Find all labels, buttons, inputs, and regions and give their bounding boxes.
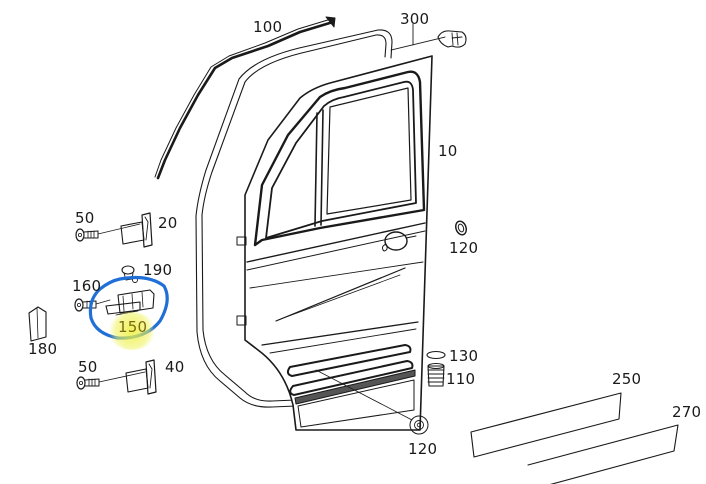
highlight-marker xyxy=(108,312,156,350)
callout-300[interactable]: 300 xyxy=(400,10,430,28)
callout-10[interactable]: 10 xyxy=(438,142,458,160)
bump-stop-part[interactable] xyxy=(427,363,445,387)
hinge-bolt-lower-part[interactable] xyxy=(76,371,146,390)
door-shell-part[interactable] xyxy=(236,55,433,431)
callout-190[interactable]: 190 xyxy=(143,261,173,279)
door-seal-part[interactable] xyxy=(195,23,467,408)
hinge-bolt-upper-part[interactable] xyxy=(75,223,141,242)
plug-side-part[interactable] xyxy=(454,220,468,237)
plug-bottom-part[interactable] xyxy=(409,415,429,435)
callout-130[interactable]: 130 xyxy=(449,347,479,365)
callout-110[interactable]: 110 xyxy=(446,370,476,388)
callout-160[interactable]: 160 xyxy=(72,277,102,295)
upper-hinge-part[interactable] xyxy=(120,212,153,248)
callout-50-lower[interactable]: 50 xyxy=(78,358,98,376)
callout-50-upper[interactable]: 50 xyxy=(75,209,95,227)
callout-270[interactable]: 270 xyxy=(672,403,702,421)
callout-40[interactable]: 40 xyxy=(165,358,185,376)
callout-120-bottom[interactable]: 120 xyxy=(408,440,438,458)
trim-strip-upper-part[interactable] xyxy=(470,392,622,458)
callout-150[interactable]: 150 xyxy=(118,318,148,336)
callout-20[interactable]: 20 xyxy=(158,214,178,232)
callout-180[interactable]: 180 xyxy=(28,340,58,358)
o-ring-part[interactable] xyxy=(426,350,446,360)
cover-cap-part[interactable] xyxy=(28,306,47,342)
callout-100[interactable]: 100 xyxy=(253,18,283,36)
trim-strip-lower-part[interactable] xyxy=(527,424,679,484)
window-channel-seal-part[interactable] xyxy=(154,16,336,180)
lower-hinge-part[interactable] xyxy=(125,359,157,395)
callout-120-side[interactable]: 120 xyxy=(449,239,479,257)
callout-250[interactable]: 250 xyxy=(612,370,642,388)
stop-screw-part[interactable] xyxy=(121,265,138,283)
